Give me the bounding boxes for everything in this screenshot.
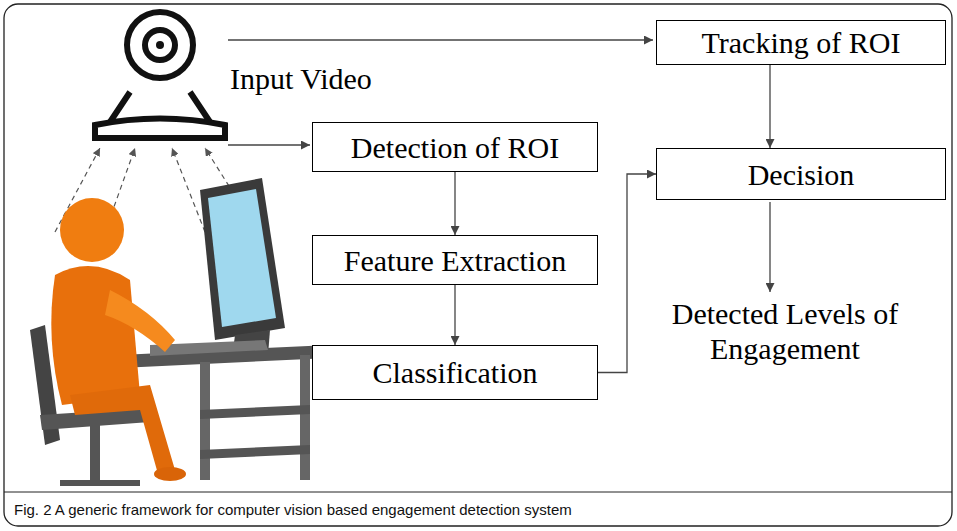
output-arrow — [769, 202, 770, 292]
box-label: Feature Extraction — [344, 244, 566, 277]
figure-caption: Fig. 2 A generic framework for computer … — [14, 501, 572, 518]
flow-arrow — [598, 174, 656, 373]
box-label: Decision — [748, 158, 855, 191]
flow-arrow — [454, 285, 455, 345]
box-label: Detection of ROI — [351, 131, 559, 164]
camera-icon — [95, 12, 225, 138]
process-box: Decision — [656, 148, 946, 200]
free-label: Detected Levels of Engagement — [640, 297, 930, 366]
box-label: Classification — [373, 356, 538, 389]
video-line — [228, 144, 310, 145]
box-label: Tracking of ROI — [702, 26, 901, 59]
free-label: Input Video — [230, 62, 430, 97]
process-box: Feature Extraction — [312, 235, 598, 285]
video-line — [228, 39, 653, 40]
flow-arrow — [454, 172, 455, 235]
process-box: Classification — [312, 345, 598, 400]
process-box: Detection of ROI — [312, 122, 598, 172]
frame — [4, 4, 952, 526]
caption-rule — [4, 492, 952, 493]
person-at-computer — [30, 178, 330, 486]
process-box: Tracking of ROI — [656, 20, 946, 65]
flow-arrow — [769, 65, 770, 148]
